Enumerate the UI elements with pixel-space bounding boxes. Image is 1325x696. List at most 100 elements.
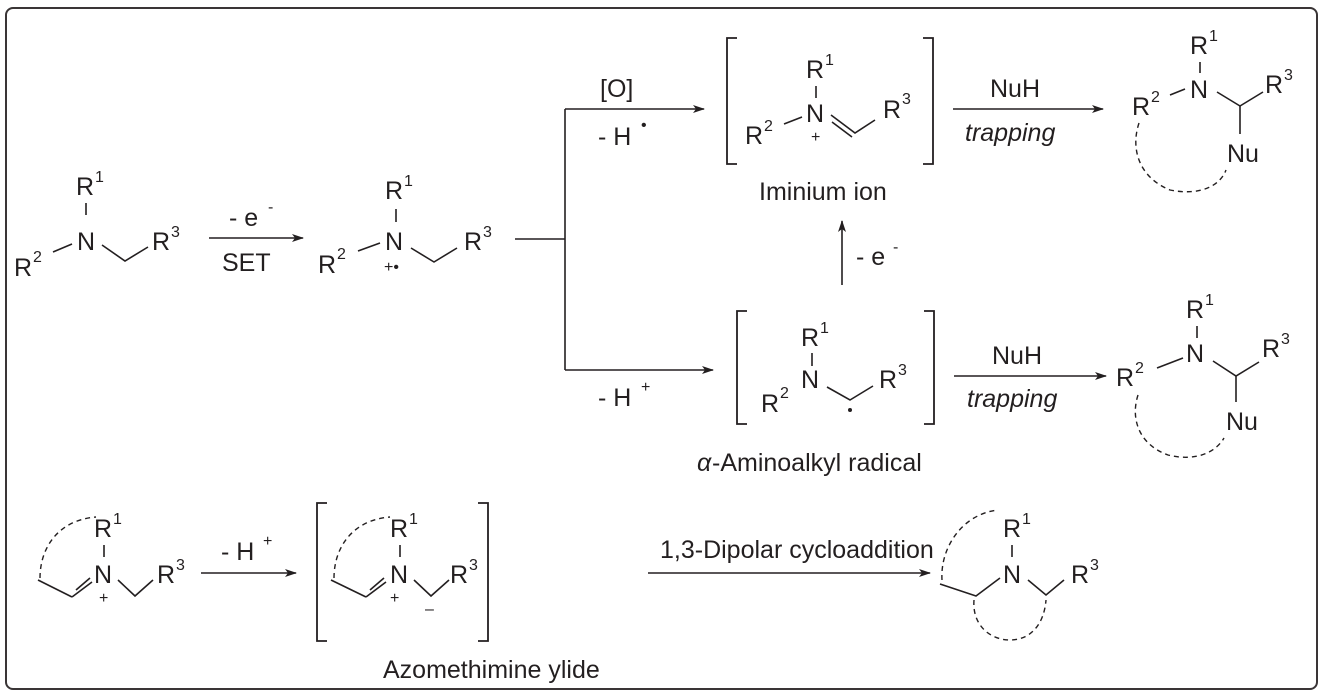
svg-text:N: N [1003, 561, 1021, 589]
svg-text:N: N [94, 561, 112, 589]
svg-text:- H: - H [598, 123, 631, 151]
trapping-arrow-bottom: NuH trapping [954, 342, 1107, 413]
svg-text:-: - [268, 199, 273, 216]
svg-text:- e: - e [856, 243, 885, 271]
svg-text:R: R [879, 366, 897, 394]
aminoalkyl-radical-label: -Aminoalkyl radical [712, 449, 922, 477]
cyclic-iminium: R 1 N + R 3 [37, 511, 185, 607]
svg-text:•: • [641, 117, 647, 134]
svg-text:NuH: NuH [992, 342, 1042, 370]
ylide-label: Azomethimine ylide [383, 656, 600, 684]
svg-text:+: + [99, 590, 108, 607]
svg-text:- H: - H [221, 538, 254, 566]
product-top: R 1 N R 2 R 3 Nu [1132, 28, 1293, 193]
svg-text:- H: - H [598, 384, 631, 412]
azomethine-ylide: R 1 N + – R 3 Azomethimine ylide [316, 502, 600, 684]
svg-text:1: 1 [825, 52, 834, 69]
svg-text:NuH: NuH [990, 75, 1040, 103]
aminoalkyl-radical: R 1 N R 2 R 3 α -Aminoalkyl radical [697, 310, 935, 477]
svg-text:+: + [811, 129, 820, 146]
svg-text:N: N [1186, 340, 1204, 368]
svg-text:SET: SET [222, 249, 271, 277]
cycloadduct: R 1 N R 3 [939, 509, 1099, 641]
svg-text:3: 3 [171, 224, 180, 241]
nitrogen-label: N [77, 228, 95, 256]
svg-text:+: + [641, 379, 650, 396]
svg-text:1: 1 [1209, 28, 1218, 45]
svg-text:3: 3 [1284, 67, 1293, 84]
cycloaddition-arrow: 1,3-Dipolar cycloaddition [648, 536, 934, 577]
svg-text:R: R [745, 122, 763, 150]
svg-text:R: R [801, 324, 819, 352]
ylide-deprotonation-arrow: - H + [201, 533, 297, 577]
svg-text:3: 3 [1090, 557, 1099, 574]
svg-text:1: 1 [404, 173, 413, 190]
svg-text:R: R [1262, 335, 1280, 363]
svg-text:1: 1 [1022, 511, 1031, 528]
svg-text:2: 2 [33, 249, 42, 266]
svg-text:R: R [157, 561, 175, 589]
svg-text:R: R [385, 177, 403, 205]
amine-radical-cation: R 1 N +• R 2 R 3 [318, 173, 492, 279]
product-bottom: R 1 N R 2 R 3 Nu [1116, 292, 1290, 458]
svg-text:3: 3 [898, 362, 907, 379]
trapping-arrow-top: NuH trapping [953, 75, 1104, 147]
svg-text:3: 3 [469, 557, 478, 574]
svg-text:R: R [1071, 561, 1089, 589]
iminium-ion-label: Iminium ion [759, 178, 887, 206]
r1-label: R [76, 173, 94, 201]
svg-text:+: + [390, 590, 399, 607]
set-arrow: - e - SET [209, 199, 304, 277]
svg-text:2: 2 [1151, 89, 1160, 106]
r2-label: R [14, 254, 32, 282]
svg-text:R: R [1265, 71, 1283, 99]
svg-text:R: R [1003, 515, 1021, 543]
scheme-frame [5, 7, 1318, 690]
oxidant-label: [O] [600, 75, 633, 103]
svg-text:R: R [464, 228, 482, 256]
svg-text:2: 2 [780, 385, 789, 402]
svg-text:trapping: trapping [965, 119, 1055, 147]
svg-text:N: N [385, 228, 403, 256]
starting-amine: R 1 N R 2 R 3 [14, 169, 180, 282]
svg-text:1: 1 [409, 511, 418, 528]
svg-text:+: + [263, 533, 272, 550]
svg-text:R: R [1132, 93, 1150, 121]
radical-cation-sign: +• [384, 259, 399, 276]
svg-text:N: N [1190, 76, 1208, 104]
svg-text:R: R [806, 56, 824, 84]
svg-text:N: N [390, 561, 408, 589]
svg-text:trapping: trapping [967, 385, 1057, 413]
svg-text:2: 2 [337, 246, 346, 263]
svg-text:N: N [806, 100, 824, 128]
svg-text:3: 3 [902, 91, 911, 108]
branch-lines: [O] - H • - H + [515, 75, 714, 412]
svg-text:1: 1 [1205, 292, 1214, 309]
svg-text:3: 3 [1281, 331, 1290, 348]
svg-text:1: 1 [113, 511, 122, 528]
svg-text:Nu: Nu [1227, 140, 1259, 168]
svg-text:R: R [1186, 296, 1204, 324]
svg-text:–: – [425, 601, 434, 618]
svg-text:3: 3 [483, 224, 492, 241]
svg-text:Nu: Nu [1226, 408, 1258, 436]
svg-text:R: R [450, 561, 468, 589]
svg-text:R: R [318, 251, 336, 279]
svg-text:-: - [893, 239, 898, 256]
r3-label: R [152, 228, 170, 256]
svg-text:R: R [1190, 32, 1208, 60]
electron-loss-arrow: - e - [838, 220, 898, 285]
svg-text:1,3-Dipolar cycloaddition: 1,3-Dipolar cycloaddition [660, 536, 934, 564]
svg-text:R: R [883, 96, 901, 124]
svg-text:R: R [1116, 364, 1134, 392]
svg-text:1: 1 [820, 320, 829, 337]
svg-text:R: R [761, 390, 779, 418]
svg-text:2: 2 [1135, 360, 1144, 377]
svg-text:α: α [697, 449, 712, 477]
svg-text:3: 3 [176, 557, 185, 574]
iminium-ion: R 1 N + R 2 R 3 Iminium ion [726, 37, 934, 206]
svg-text:R: R [390, 515, 408, 543]
svg-text:2: 2 [764, 118, 773, 135]
svg-text:N: N [801, 366, 819, 394]
